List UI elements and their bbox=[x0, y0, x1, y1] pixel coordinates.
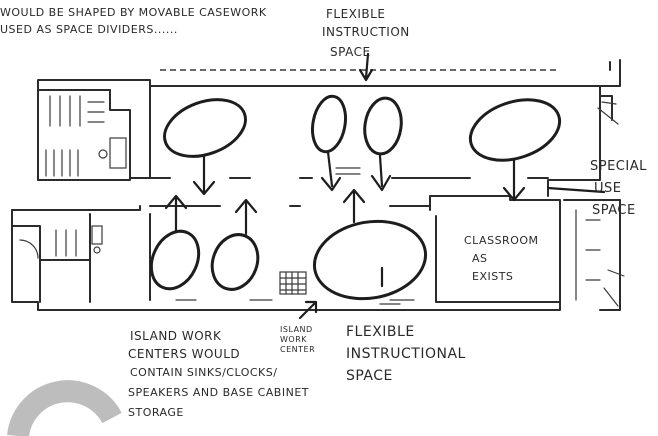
flexible-top-line-3: SPACE bbox=[330, 45, 371, 59]
wall-marks bbox=[175, 167, 415, 305]
island-note-line-3: CONTAIN SINKS/CLOCKS/ bbox=[130, 366, 277, 379]
island-center-small-line-2: WORK bbox=[280, 335, 307, 344]
lower-inner-wall bbox=[11, 205, 561, 303]
note-line-1: WOULD BE SHAPED BY MOVABLE CASEWORK bbox=[0, 6, 267, 19]
upper-wall bbox=[37, 79, 601, 197]
flexible-bottom-line-3: SPACE bbox=[346, 368, 393, 384]
island-note-line-4: SPEAKERS AND BASE CABINET bbox=[128, 386, 309, 399]
lower-space-oval-1 bbox=[149, 229, 201, 291]
classroom-line-2: AS bbox=[472, 252, 488, 265]
lower-space-oval-2 bbox=[210, 233, 260, 291]
island-center-small-line-1: ISLAND bbox=[280, 325, 313, 334]
upper-space-oval-2 bbox=[311, 94, 347, 154]
upper-inner-wall bbox=[129, 85, 151, 179]
restroom-block bbox=[37, 89, 131, 181]
lower-wall bbox=[11, 195, 561, 311]
island-note-line-2: CENTERS WOULD bbox=[128, 347, 240, 361]
upper-space-oval-4 bbox=[468, 98, 562, 162]
special-use-line-1: SPECIAL bbox=[590, 159, 647, 174]
island-note-line-5: STORAGE bbox=[128, 406, 184, 419]
lower-restroom-block bbox=[11, 213, 103, 303]
classroom-line-3: EXISTS bbox=[472, 270, 513, 283]
flexible-bottom-line-1: FLEXIBLE bbox=[346, 324, 415, 340]
flexible-top-line-2: INSTRUCTION bbox=[322, 25, 410, 39]
lower-space-oval-3 bbox=[312, 219, 428, 301]
special-use-line-2: USE bbox=[594, 181, 621, 196]
right-end-features bbox=[563, 59, 625, 311]
classroom-line-1: CLASSROOM bbox=[464, 234, 539, 247]
island-center-small-line-3: CENTER bbox=[280, 345, 315, 354]
upper-space-oval-3 bbox=[363, 96, 403, 156]
seal-stamp bbox=[7, 380, 122, 436]
flexible-top-line-1: FLEXIBLE bbox=[326, 7, 385, 21]
flexible-bottom-line-2: INSTRUCTIONAL bbox=[346, 346, 466, 362]
island-note-line-1: ISLAND WORK bbox=[130, 329, 222, 343]
upper-space-oval-1 bbox=[163, 98, 247, 158]
special-use-line-3: SPACE bbox=[592, 203, 636, 218]
island-work-center-grid bbox=[279, 271, 307, 295]
note-line-2: USED AS SPACE DIVIDERS...... bbox=[0, 23, 178, 36]
flow-arrows bbox=[164, 52, 606, 320]
